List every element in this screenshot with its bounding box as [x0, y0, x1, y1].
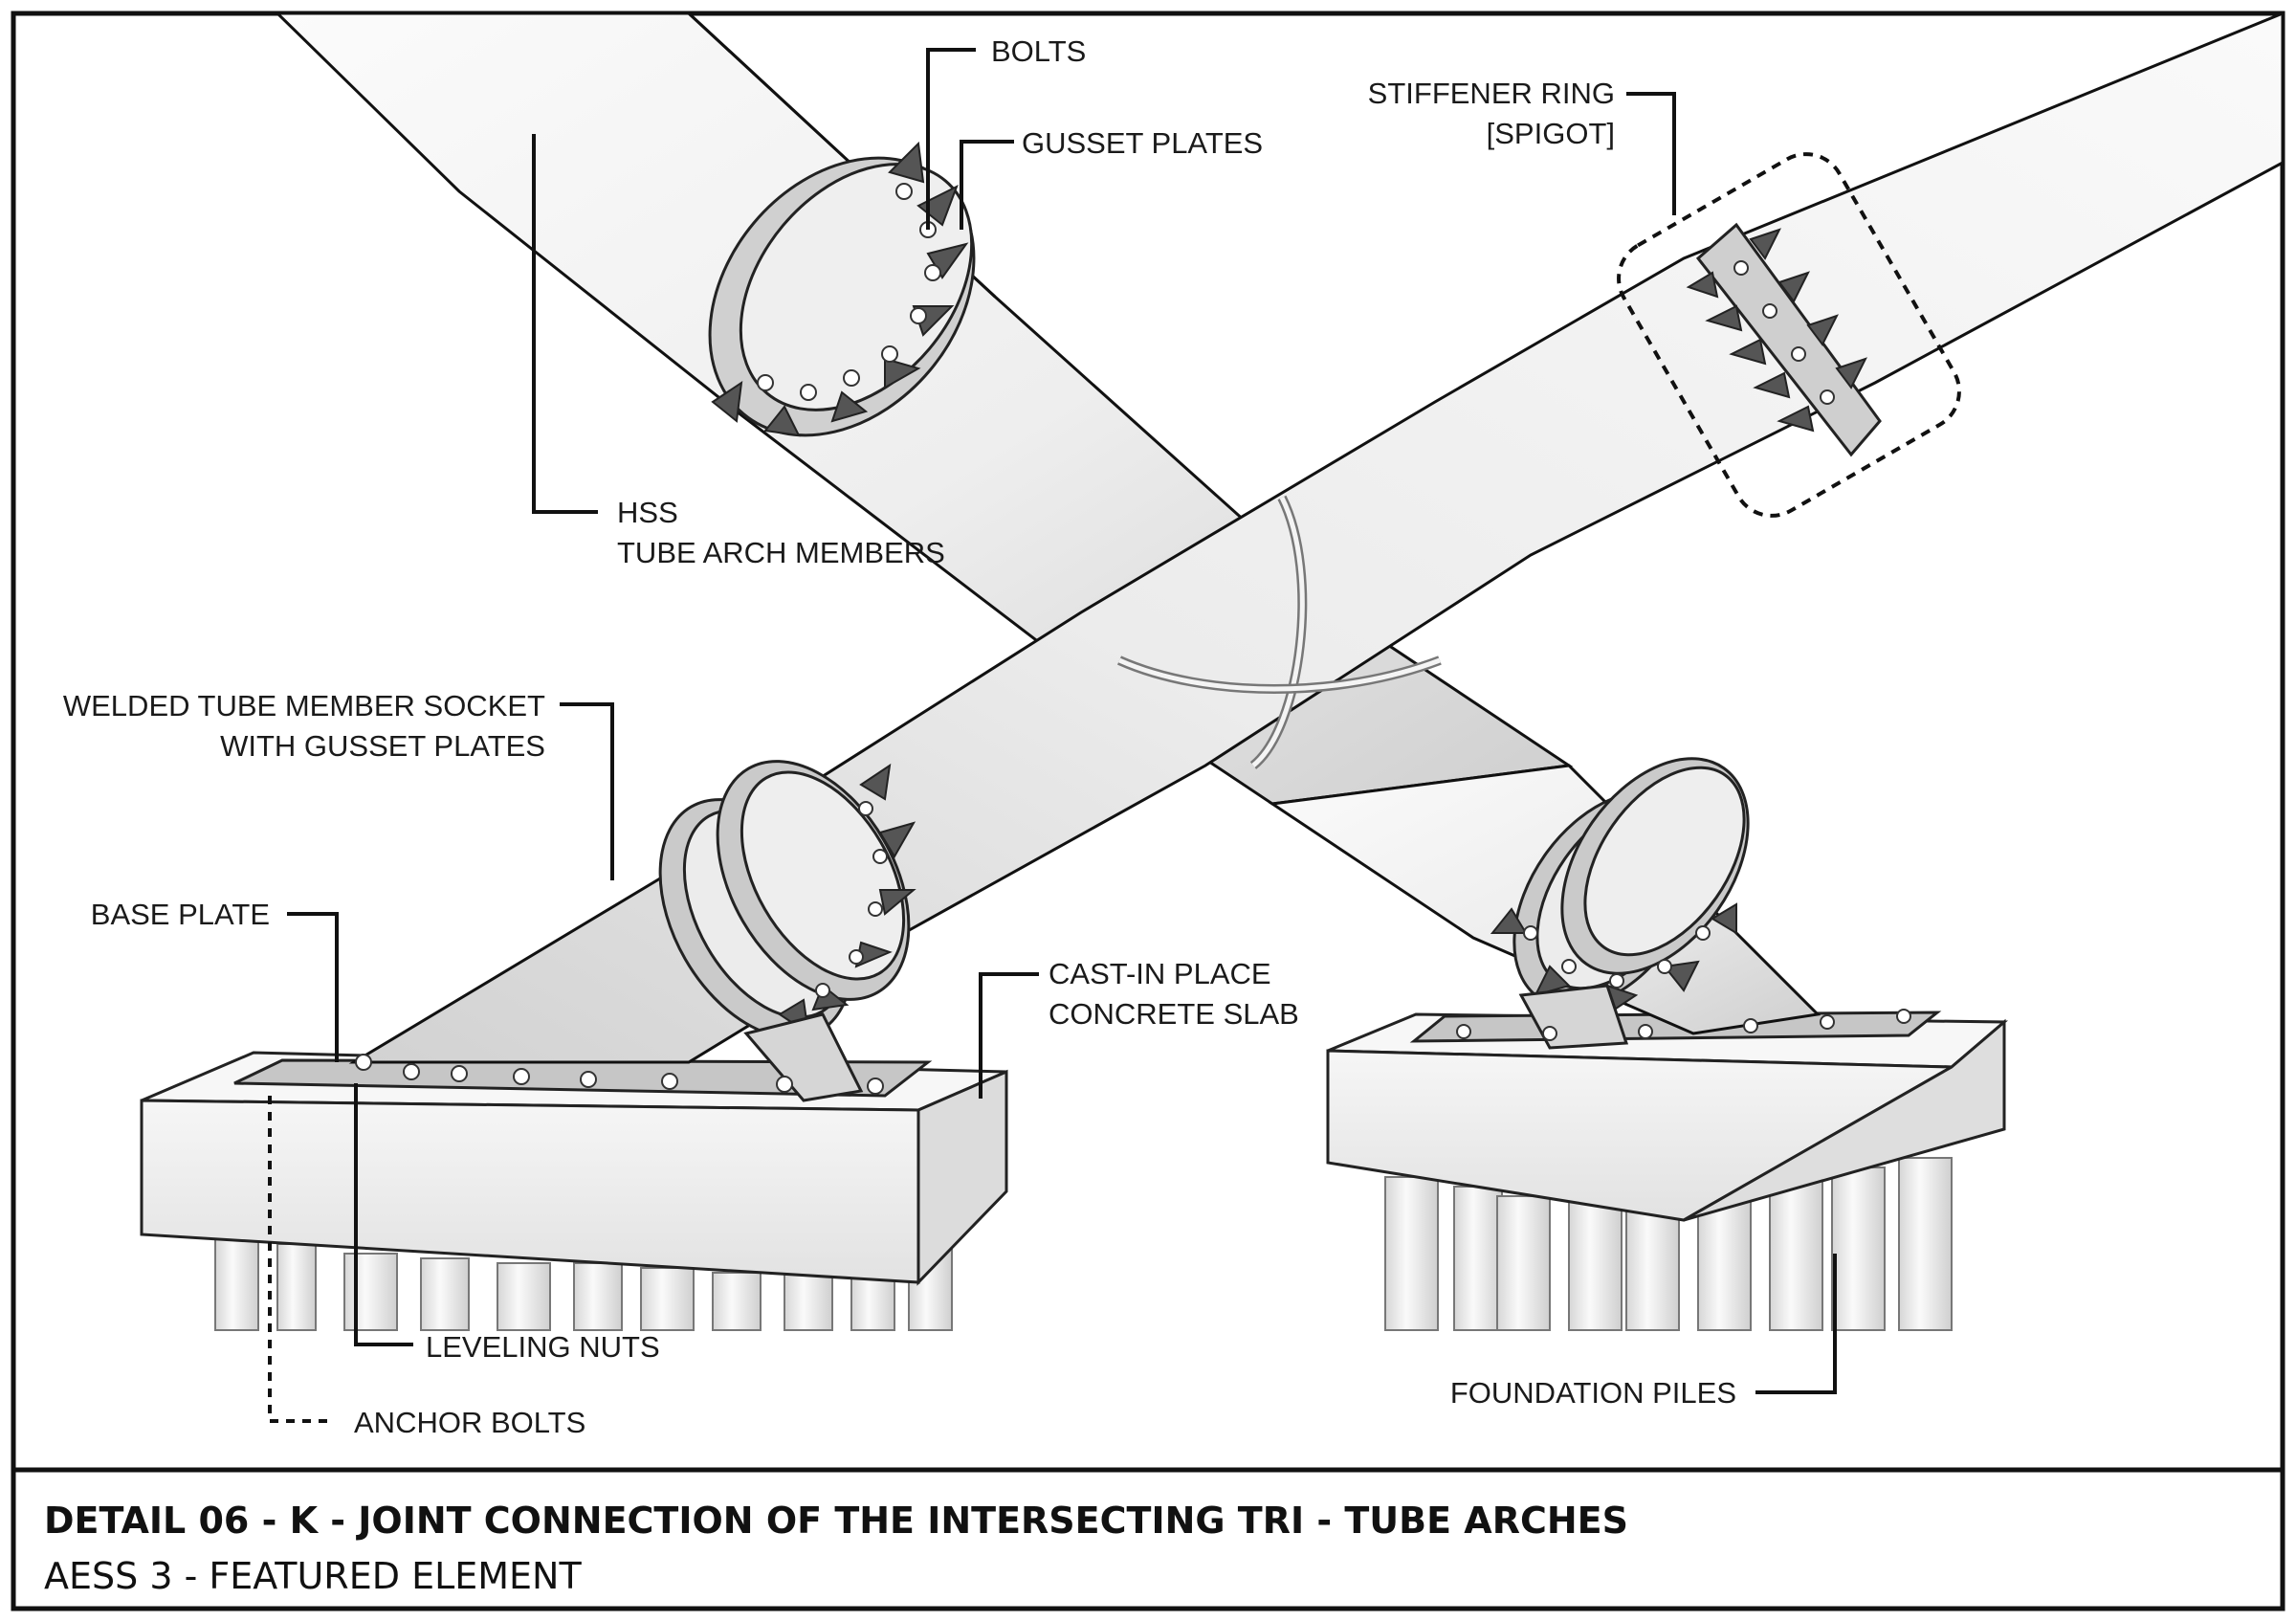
label-gusset-plates: GUSSET PLATES	[1022, 126, 1263, 160]
label-cast-in-place-1: CAST-IN PLACE	[1049, 957, 1271, 990]
leveling-nuts-left	[355, 1054, 884, 1095]
stiffener-highlight-box	[1617, 152, 1961, 518]
stiffener-ring-leader	[1626, 92, 1676, 215]
label-anchor-bolts: ANCHOR BOLTS	[354, 1406, 585, 1439]
intersection-ring	[1116, 495, 1442, 769]
cast-in-place-leader	[979, 972, 1039, 1099]
label-bolts: BOLTS	[991, 34, 1086, 68]
label-stiffener-ring-1: STIFFENER RING	[1368, 77, 1615, 110]
detail-subtitle: AESS 3 - FEATURED ELEMENT	[44, 1555, 582, 1597]
label-foundation-piles: FOUNDATION PILES	[1450, 1376, 1736, 1410]
label-hss-2: TUBE ARCH MEMBERS	[617, 536, 945, 569]
detail-title: DETAIL 06 - K - JOINT CONNECTION OF THE …	[44, 1500, 1628, 1542]
bolts-leader	[926, 48, 976, 230]
gusset-plates-leader	[960, 140, 1014, 230]
upper-gusset-collar	[708, 141, 976, 437]
left-socket-collars	[658, 760, 916, 1102]
hss-leader	[532, 134, 598, 514]
label-leveling-nuts: LEVELING NUTS	[426, 1330, 660, 1364]
foundation-piles-leader	[1755, 1254, 1837, 1394]
label-welded-socket-2: WITH GUSSET PLATES	[220, 729, 545, 763]
sheet-border	[11, 11, 2285, 1611]
hss-tube-a	[274, 11, 1574, 806]
leveling-nuts-right	[1456, 1009, 1911, 1041]
stiffener-ring	[1617, 152, 1961, 518]
label-base-plate: BASE PLATE	[91, 898, 270, 931]
anchor-bolts-leader	[268, 1096, 335, 1423]
label-hss-1: HSS	[617, 496, 678, 529]
label-cast-in-place-2: CONCRETE SLAB	[1049, 997, 1299, 1031]
leveling-nuts-leader	[354, 1083, 413, 1346]
welded-socket-leader	[560, 702, 614, 880]
label-stiffener-ring-2: [SPIGOT]	[1487, 117, 1615, 150]
right-foundation-piles	[1384, 1157, 1953, 1331]
base-plate-leader	[287, 912, 339, 1062]
right-socket-collars	[1490, 757, 1750, 1050]
label-welded-socket-1: WELDED TUBE MEMBER SOCKET	[63, 689, 545, 722]
